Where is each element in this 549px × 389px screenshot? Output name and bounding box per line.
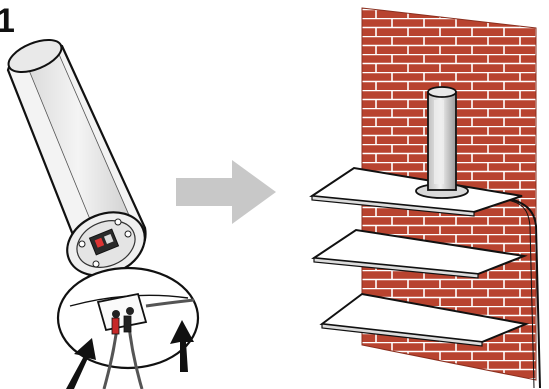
connection-detail xyxy=(56,266,200,389)
speaker-top-cap xyxy=(7,39,63,73)
arrow-up-left-icon xyxy=(66,338,96,389)
speaker-terminal xyxy=(88,228,120,256)
shelf-icon xyxy=(311,228,528,279)
speaker xyxy=(6,39,147,277)
connector-plate xyxy=(96,292,148,332)
arrow-up-right-icon xyxy=(170,320,194,372)
rca-plug-icon xyxy=(111,315,132,335)
speaker-icon xyxy=(415,86,469,199)
step-number: 1 xyxy=(0,2,15,40)
arrow-right-icon xyxy=(176,160,276,224)
shelf-icon xyxy=(319,292,530,347)
